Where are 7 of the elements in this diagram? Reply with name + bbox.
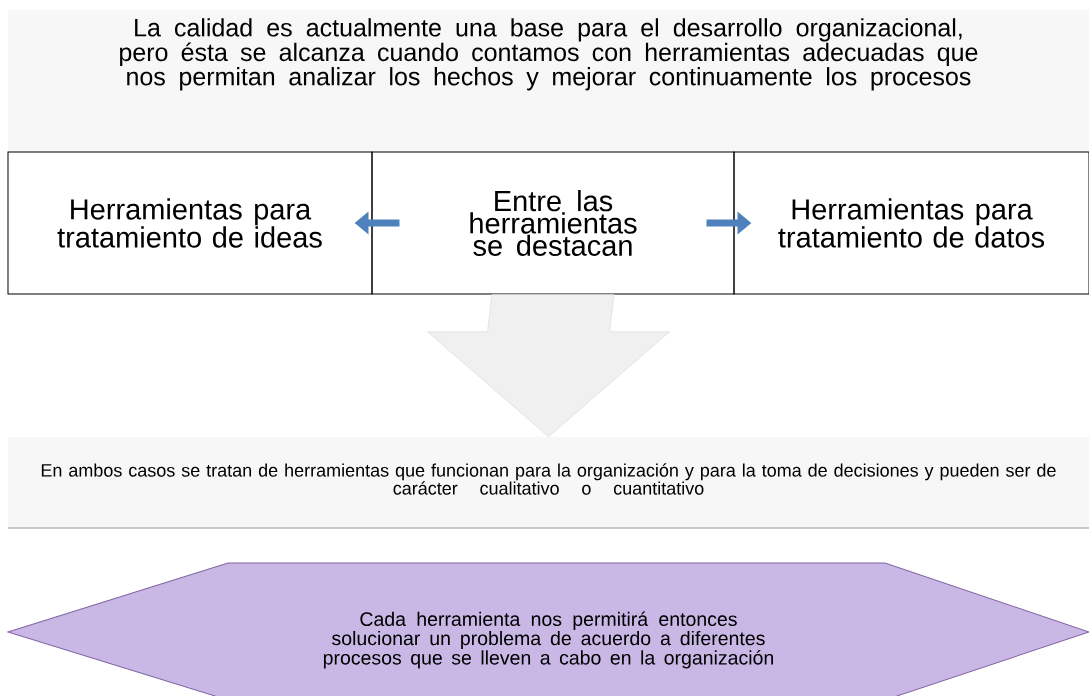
text-banner: La calidad es actualmente una base para el desarrollo organizacional, pero ésta se alcanza cuando contamos con herramientas adecuadas que nos permitan analizar los hechos y mejorar continuamente los procesos xyxy=(8,10,1089,152)
hexagon-box: Cada herramienta nos permitirá entonces solucionar un problema de acuerdo a diferentes procesos que se lleven a cabo en la organización xyxy=(7,562,1089,696)
text-band: En ambos casos se tratan de herramientas que funcionan para la organización y para la toma de decisiones y pueden ser de carácter cualitativo o cuantitativo xyxy=(8,437,1089,529)
block-arrow xyxy=(427,294,670,438)
table-cell: Entre las herramientas se destacan xyxy=(371,151,735,295)
table-cell: Herramientas para tratamiento de ideas xyxy=(7,151,373,295)
table-cell: Herramientas para tratamiento de datos xyxy=(733,151,1089,295)
